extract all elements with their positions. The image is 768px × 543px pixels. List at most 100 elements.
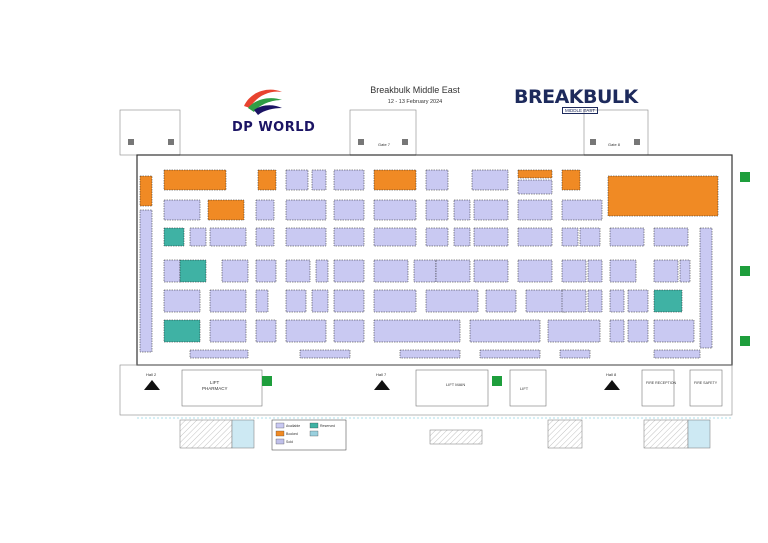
booth[interactable] bbox=[587, 259, 603, 283]
booth[interactable] bbox=[653, 349, 701, 359]
booth[interactable] bbox=[561, 169, 581, 191]
booth[interactable] bbox=[425, 169, 449, 191]
booth[interactable] bbox=[547, 319, 601, 343]
booth[interactable] bbox=[311, 289, 329, 313]
legend-sold: Sold bbox=[286, 440, 293, 444]
booth[interactable] bbox=[189, 349, 249, 359]
booth[interactable] bbox=[285, 259, 311, 283]
booth[interactable] bbox=[485, 289, 517, 313]
booth[interactable] bbox=[373, 199, 417, 221]
booth[interactable] bbox=[373, 227, 417, 247]
booth[interactable] bbox=[373, 169, 417, 191]
booth[interactable] bbox=[255, 227, 275, 247]
booth[interactable] bbox=[425, 227, 449, 247]
booth[interactable] bbox=[255, 289, 269, 313]
booth[interactable] bbox=[559, 349, 591, 359]
booth[interactable] bbox=[525, 289, 567, 313]
booth[interactable] bbox=[471, 169, 509, 191]
legend-reserved: Reserved bbox=[320, 424, 335, 428]
booth[interactable] bbox=[609, 319, 625, 343]
booth[interactable] bbox=[139, 209, 153, 353]
booth[interactable] bbox=[453, 199, 471, 221]
booth[interactable] bbox=[333, 199, 365, 221]
breakbulk-logo: BREAKBULK bbox=[514, 86, 638, 108]
booth[interactable] bbox=[435, 259, 471, 283]
legend-booked: Booked bbox=[286, 432, 298, 436]
booth[interactable] bbox=[413, 259, 437, 283]
booth[interactable] bbox=[207, 199, 245, 221]
booth[interactable] bbox=[561, 289, 587, 313]
booth[interactable] bbox=[517, 259, 553, 283]
booth[interactable] bbox=[561, 199, 603, 221]
booth[interactable] bbox=[209, 319, 247, 343]
booth[interactable] bbox=[163, 227, 185, 247]
booth[interactable] bbox=[333, 319, 365, 343]
booth[interactable] bbox=[255, 199, 275, 221]
booth[interactable] bbox=[425, 199, 449, 221]
booth[interactable] bbox=[209, 227, 247, 247]
booth[interactable] bbox=[473, 227, 509, 247]
hall-7-label: Hall 7 bbox=[376, 372, 387, 377]
booth[interactable] bbox=[333, 227, 365, 247]
facility-lift-main: LIFT MAIN bbox=[446, 382, 465, 387]
booth[interactable] bbox=[255, 259, 277, 283]
booth[interactable] bbox=[627, 319, 649, 343]
booth[interactable] bbox=[473, 259, 509, 283]
booth[interactable] bbox=[163, 199, 201, 221]
booth[interactable] bbox=[315, 259, 329, 283]
booth[interactable] bbox=[561, 227, 579, 247]
booth[interactable] bbox=[285, 319, 327, 343]
booth[interactable] bbox=[163, 319, 201, 343]
booth[interactable] bbox=[627, 289, 649, 313]
booth[interactable] bbox=[179, 259, 207, 283]
booth[interactable] bbox=[653, 227, 689, 247]
booth[interactable] bbox=[257, 169, 277, 191]
booth[interactable] bbox=[679, 259, 691, 283]
booth[interactable] bbox=[699, 227, 713, 349]
booth[interactable] bbox=[163, 259, 181, 283]
booth[interactable] bbox=[333, 169, 365, 191]
facility-lift-pharmacy: LIFT bbox=[210, 380, 220, 385]
booth[interactable] bbox=[333, 289, 365, 313]
booth[interactable] bbox=[517, 169, 553, 179]
booth[interactable] bbox=[653, 259, 679, 283]
booth[interactable] bbox=[587, 289, 603, 313]
booth[interactable] bbox=[609, 227, 645, 247]
booth[interactable] bbox=[653, 319, 695, 343]
booth[interactable] bbox=[221, 259, 249, 283]
booth[interactable] bbox=[399, 349, 461, 359]
booth[interactable] bbox=[299, 349, 351, 359]
booth[interactable] bbox=[163, 289, 201, 313]
booth[interactable] bbox=[517, 199, 553, 221]
booth[interactable] bbox=[285, 227, 327, 247]
booth[interactable] bbox=[609, 289, 625, 313]
booth[interactable] bbox=[373, 319, 461, 343]
booth[interactable] bbox=[311, 169, 327, 191]
booth[interactable] bbox=[373, 289, 417, 313]
booth[interactable] bbox=[285, 169, 309, 191]
booth[interactable] bbox=[561, 259, 587, 283]
booth[interactable] bbox=[209, 289, 247, 313]
facility-fire-safety: FIRE SAFETY bbox=[694, 381, 718, 385]
booth[interactable] bbox=[479, 349, 541, 359]
booth[interactable] bbox=[473, 199, 509, 221]
booth[interactable] bbox=[469, 319, 541, 343]
hall-outline bbox=[119, 109, 733, 416]
booth[interactable] bbox=[333, 259, 365, 283]
booth[interactable] bbox=[517, 227, 553, 247]
booth[interactable] bbox=[189, 227, 207, 247]
booth[interactable] bbox=[163, 169, 227, 191]
booth[interactable] bbox=[607, 175, 719, 217]
event-date: 12 - 13 February 2024 bbox=[387, 99, 443, 105]
booth[interactable] bbox=[373, 259, 409, 283]
booth[interactable] bbox=[425, 289, 479, 313]
booth[interactable] bbox=[139, 175, 153, 207]
booth[interactable] bbox=[609, 259, 637, 283]
booth[interactable] bbox=[285, 199, 327, 221]
booth[interactable] bbox=[255, 319, 277, 343]
booth[interactable] bbox=[285, 289, 307, 313]
booth[interactable] bbox=[517, 179, 553, 195]
booth[interactable] bbox=[653, 289, 683, 313]
booth[interactable] bbox=[579, 227, 601, 247]
booth[interactable] bbox=[453, 227, 471, 247]
